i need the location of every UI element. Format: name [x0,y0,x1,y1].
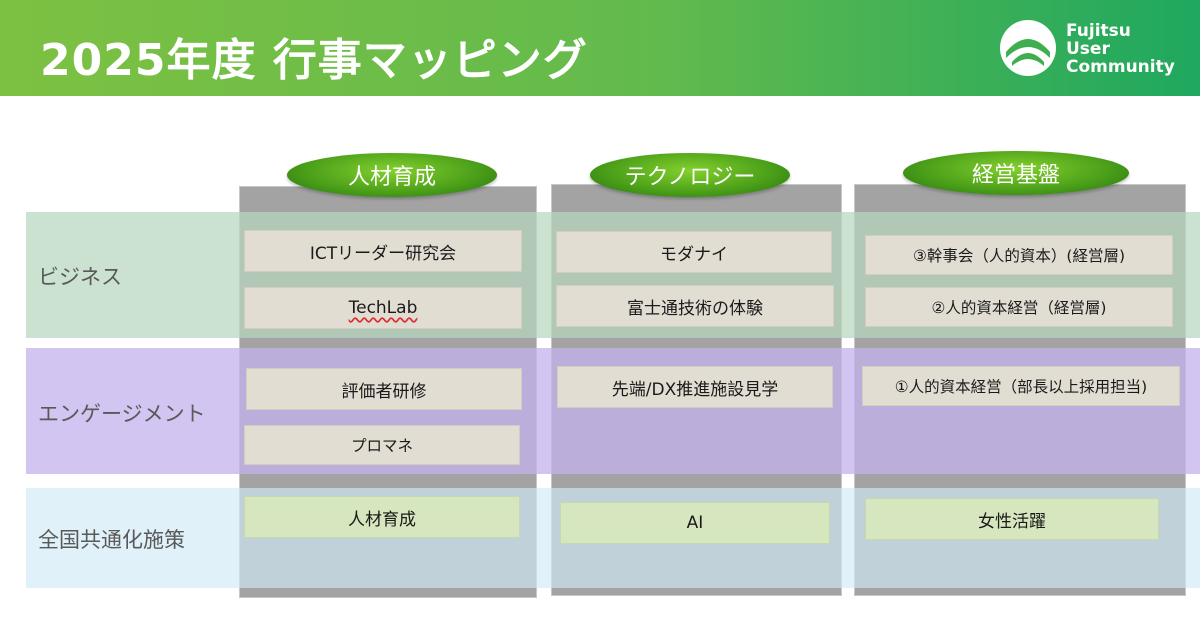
row-label-business: ビジネス [38,265,122,289]
card-human-capital-managers: ①人的資本経営（部長以上採用担当) [862,366,1180,406]
logo-line-2: User [1066,39,1110,59]
card-modernize: モダナイ [556,231,832,273]
row-label-national: 全国共通化施策 [38,528,185,552]
card-human-capital-executives: ②人的資本経営（経営層) [865,287,1173,327]
logo-line-1: Fujitsu [1066,21,1131,41]
column-header-hr: 人材育成 [287,153,497,197]
page-title: 2025年度 行事マッピング [40,35,588,86]
card-national-women-empowerment: 女性活躍 [865,498,1159,540]
card-ict-leader-study: ICTリーダー研究会 [244,230,522,272]
row-label-engagement: エンゲージメント [38,402,206,426]
column-header-technology: テクノロジー [590,153,790,197]
fujitsu-user-community-logo-icon [1000,20,1056,76]
card-evaluator-training: 評価者研修 [246,368,522,410]
card-project-management: プロマネ [244,425,520,465]
card-fujitsu-tech-experience: 富士通技術の体験 [556,285,834,327]
column-header-management: 経営基盤 [903,151,1129,195]
card-national-hr-development: 人材育成 [244,496,520,538]
card-national-ai: AI [560,502,830,544]
card-techlab: TechLab [244,287,522,329]
logo-wordmark: Fujitsu User Community [1066,22,1175,76]
card-board-human-capital: ③幹事会（人的資本）(経営層) [865,235,1173,275]
card-dx-facility-tour: 先端/DX推進施設見学 [557,366,833,408]
logo-line-3: Community [1066,57,1175,77]
